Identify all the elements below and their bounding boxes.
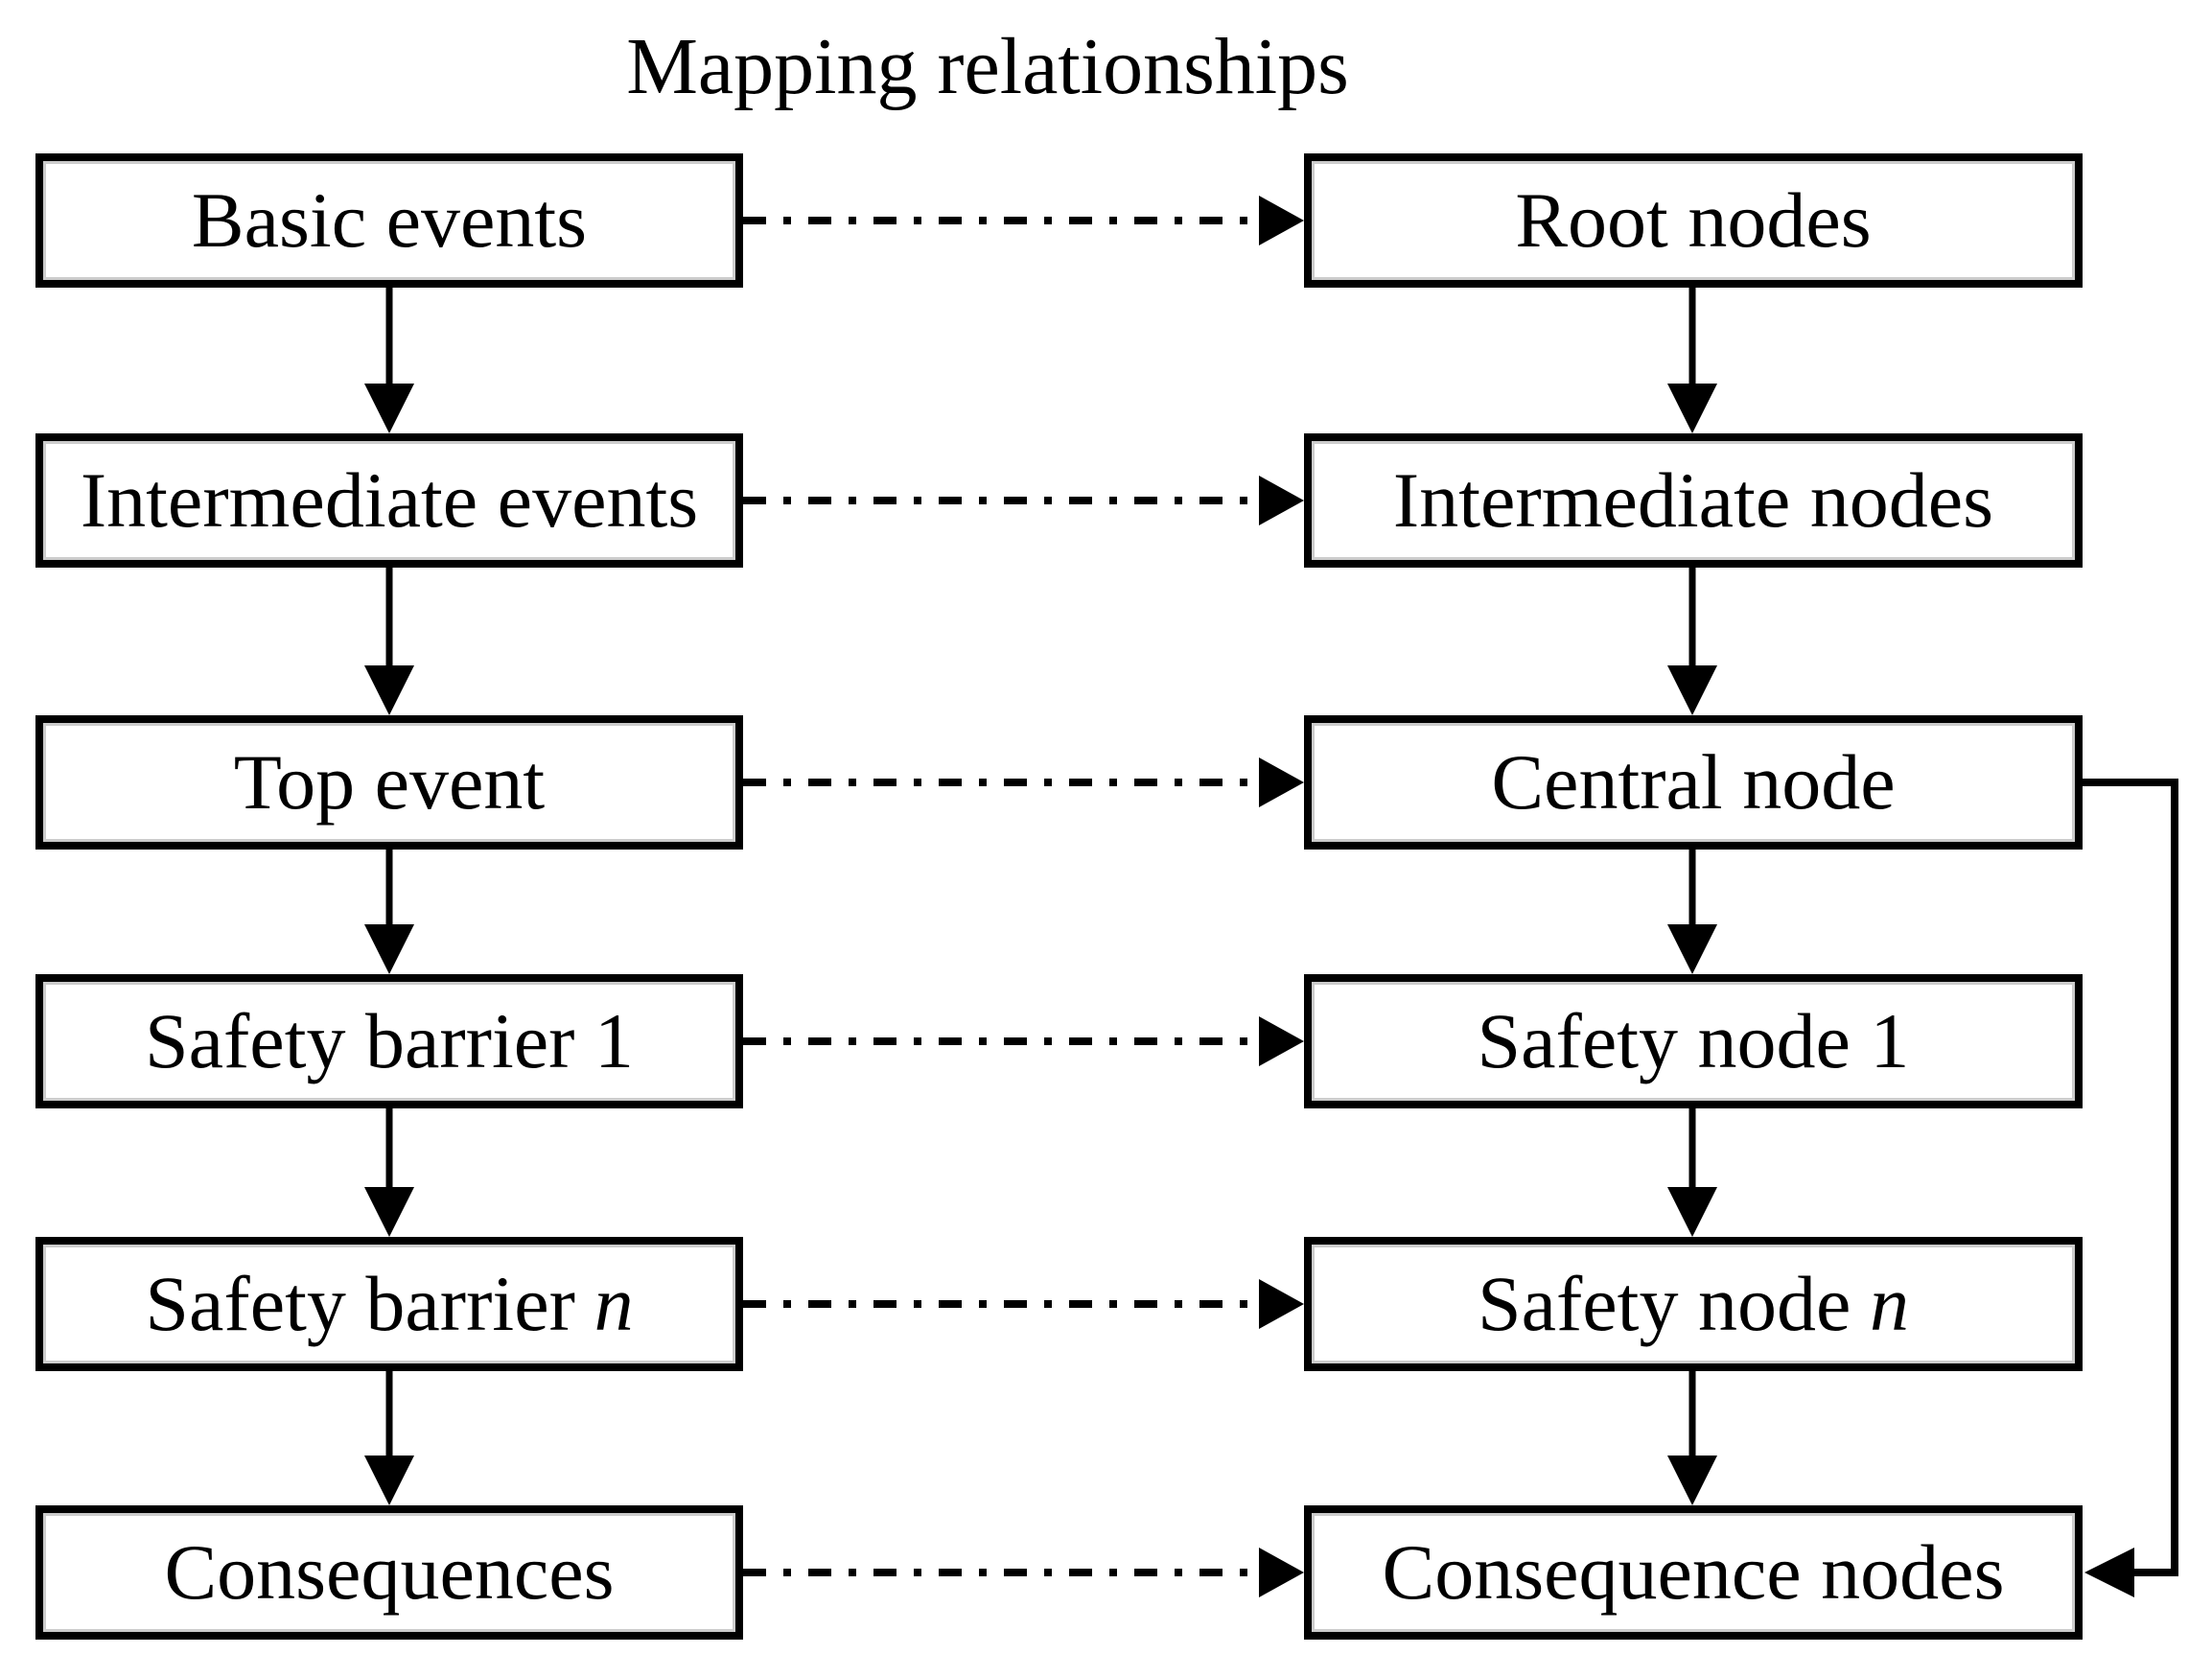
arrow-safety-node-1-to-safety-node-n [1667, 1105, 1717, 1237]
node-top-event: Top event [35, 715, 743, 850]
mapping-arrow-consequences-consequence-nodes [743, 1548, 1304, 1597]
mapping-arrow-intermediate-events-intermediate-nodes [743, 476, 1304, 525]
node-label: Consequences [164, 1528, 615, 1616]
node-safety-node-1: Safety node 1 [1304, 974, 2083, 1108]
arrow-root-to-intermediate-nodes [1667, 284, 1717, 433]
node-central-node: Central node [1304, 715, 2083, 850]
diagram-title: Mapping relationships [626, 22, 1349, 111]
arrow-central-node-to-safety-node-1 [1667, 846, 1717, 974]
node-intermediate-events: Intermediate events [35, 433, 743, 568]
node-root-nodes: Root nodes [1304, 153, 2083, 288]
arrow-intermediate-nodes-to-central-node [1667, 564, 1717, 715]
arrow-safety-barrier-n-to-consequences [364, 1367, 414, 1505]
node-label: Top event [233, 738, 546, 826]
arrow-safety-barrier-1-to-safety-barrier-n [364, 1105, 414, 1237]
node-intermediate-nodes: Intermediate nodes [1304, 433, 2083, 568]
node-label: Safety node [1477, 1260, 1851, 1347]
mapping-arrow-safety-barrier-n-safety-node-n [743, 1279, 1304, 1329]
arrow-safety-node-n-to-consequence-nodes [1667, 1367, 1717, 1505]
node-label-italic-n: n [1870, 1260, 1910, 1347]
node-label: Safety barrier [145, 1260, 575, 1347]
mapping-arrow-safety-barrier-1-safety-node-1 [743, 1016, 1304, 1066]
arrow-basic-to-intermediate-events [364, 284, 414, 433]
node-label: Central node [1491, 738, 1896, 826]
arrow-top-event-to-safety-barrier-1 [364, 846, 414, 974]
arrow-central-node-to-consequence-nodes [2079, 779, 2178, 1597]
node-basic-events: Basic events [35, 153, 743, 288]
mapping-arrow-top-event-central-node [743, 757, 1304, 807]
node-consequence-nodes: Consequence nodes [1304, 1505, 2083, 1640]
node-label: Root nodes [1515, 176, 1872, 264]
node-safety-barrier-1: Safety barrier 1 [35, 974, 743, 1108]
node-consequences: Consequences [35, 1505, 743, 1640]
mapping-arrow-basic-events-root-nodes [743, 196, 1304, 245]
node-label: Safety node 1 [1477, 997, 1910, 1084]
arrow-intermediate-events-to-top-event [364, 564, 414, 715]
node-label: Basic events [191, 176, 588, 264]
node-label: Consequence nodes [1382, 1528, 2005, 1616]
node-label: Safety barrier 1 [145, 997, 634, 1084]
node-label-italic-n: n [594, 1260, 634, 1347]
node-label: Intermediate events [80, 456, 699, 544]
node-label: Intermediate nodes [1392, 456, 1994, 544]
